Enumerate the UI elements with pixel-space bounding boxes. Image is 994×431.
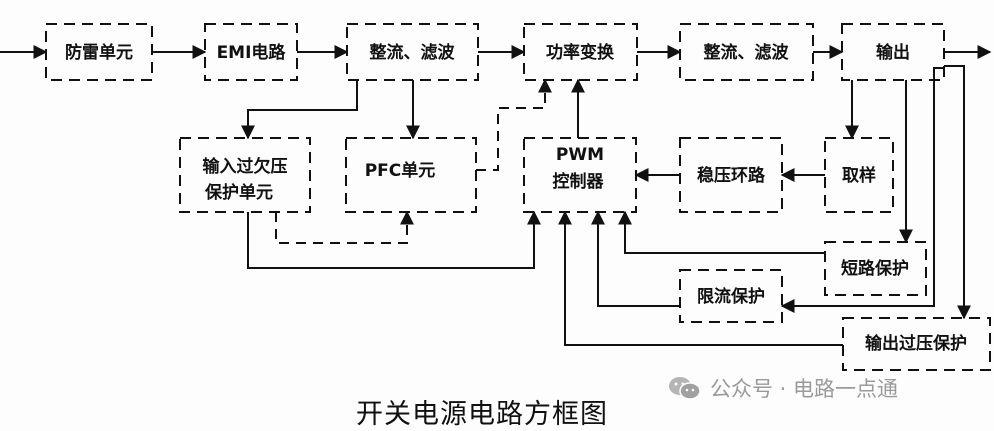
label-power: 功率变换 [546,42,615,63]
label-pwm-line2: 控制器 [553,171,605,192]
watermark-text: 公众号 · 电路一点通 [710,377,899,401]
edge-limit-pwm [591,210,680,307]
edge-pfc-power [476,78,552,171]
edge-output-limit [780,67,944,313]
label-sample: 取样 [842,165,876,186]
diagram-title: 开关电源电路方框图 [356,399,608,430]
edge-output-ovp [944,65,971,320]
box-ovp [842,317,991,371]
label-rect1: 整流、滤波 [370,42,456,63]
edge-inprot-pwm [247,210,541,269]
edge-inprot-pfc [275,210,414,244]
edge-ovp-pwm [558,210,843,346]
label-pfc: PFC单元 [365,160,436,181]
label-short: 短路保护 [841,258,909,279]
label-inprot-line1: 输入过欠压 [203,156,288,177]
box-emi [204,23,298,81]
box-limit [679,269,783,323]
box-short [824,241,927,296]
label-rect2: 整流、滤波 [704,42,790,63]
label-emi: EMI电路 [217,42,287,63]
label-ovp: 输出过压保护 [865,333,967,354]
label-pwm-line1: PWM [556,145,604,165]
watermark: 公众号 · 电路一点通 [668,373,898,403]
wechat-icon [668,375,702,401]
label-inprot-line2: 保护单元 [204,182,273,203]
label-limit: 限流保护 [697,286,765,307]
label-lightning: 防雷单元 [65,42,133,63]
edge-rect1-inprot [241,80,358,140]
label-regloop: 稳压环路 [697,165,766,186]
edge-short-pwm [618,210,825,254]
label-output: 输出 [876,42,910,63]
